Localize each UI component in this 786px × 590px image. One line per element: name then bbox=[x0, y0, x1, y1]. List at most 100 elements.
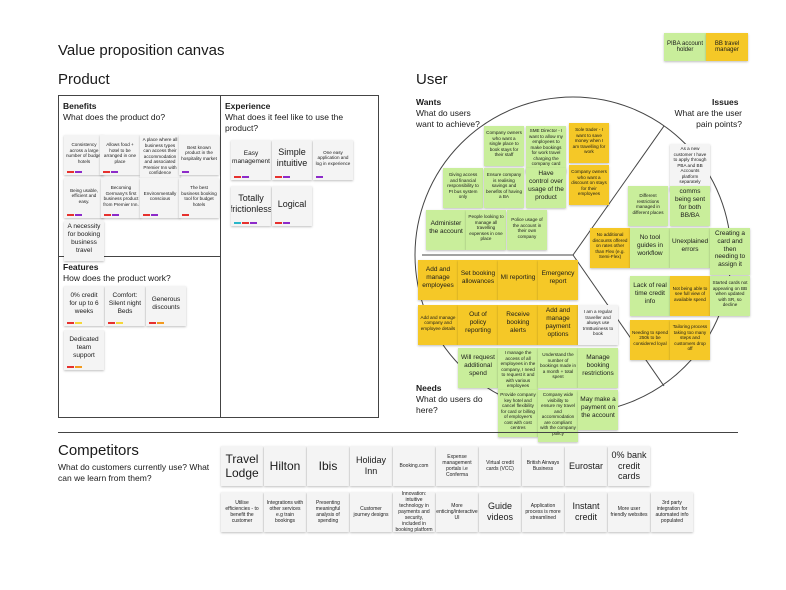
competitor-note: Guide videos bbox=[479, 492, 521, 532]
sticky-note: Easy management bbox=[231, 140, 271, 180]
competitor-note: 3rd party integration for automated info… bbox=[651, 492, 693, 532]
competitor-note: Utilise efficiencies - to benefit the cu… bbox=[221, 492, 263, 532]
sticky-note: Tailoring process taking too many steps … bbox=[670, 320, 710, 360]
competitor-note: Holiday Inn bbox=[350, 446, 392, 486]
sticky-note: Unexplained errors bbox=[670, 228, 710, 268]
sticky-note: Needing to spend 250k to be considered l… bbox=[630, 320, 670, 360]
features-question: How does the product work? bbox=[63, 273, 171, 283]
user-heading: User bbox=[416, 71, 448, 88]
sticky-note: Add and manage company and employee deta… bbox=[418, 305, 458, 345]
sticky-note: Not being able to see full view of avail… bbox=[670, 276, 710, 316]
competitor-note: British Airways Business bbox=[522, 446, 564, 486]
sticky-note: Emergency report bbox=[538, 260, 578, 300]
benefits-title: Benefits bbox=[63, 101, 97, 111]
benefits-question: What does the product do? bbox=[63, 112, 166, 122]
sticky-note: comms being sent for both BB/BA bbox=[670, 186, 710, 226]
competitors-heading: Competitors bbox=[58, 442, 139, 459]
sticky-note: Started cards not appearing on BB when u… bbox=[710, 276, 750, 316]
sticky-note: Will request additional spend bbox=[458, 348, 498, 388]
sticky-note: Provide company key hotel and cancel fle… bbox=[498, 390, 538, 437]
needs-title: Needs bbox=[416, 383, 442, 393]
issues-title: Issues bbox=[712, 97, 739, 107]
competitors-divider bbox=[58, 432, 738, 433]
legend-bb: BB travel manager bbox=[706, 33, 748, 61]
sticky-note: The best business booking tool for budge… bbox=[179, 178, 219, 218]
sticky-note: One easy application and log in experien… bbox=[313, 140, 353, 180]
legend-piba: PIBA account holder bbox=[664, 33, 706, 61]
sticky-note: I manage the access of all employees in … bbox=[498, 348, 538, 395]
sticky-note: Company owners who want a single place t… bbox=[484, 126, 524, 166]
sticky-note: SME Director - I want to allow my employ… bbox=[526, 126, 566, 173]
sticky-note: Generous discounts bbox=[146, 286, 186, 326]
competitor-note: Travel Lodge bbox=[221, 446, 263, 486]
sticky-note: As a new customer I have to apply throug… bbox=[670, 144, 710, 191]
sticky-note: Lack of real time credit info bbox=[630, 276, 670, 316]
wants-title: Wants bbox=[416, 97, 442, 107]
sticky-note: Comfort: Silent night Beds bbox=[105, 286, 145, 326]
competitor-note: Eurostar bbox=[565, 446, 607, 486]
competitor-note: More enticing/interactive UI bbox=[436, 492, 478, 532]
sticky-note: Understand the number of bookings made i… bbox=[538, 348, 578, 388]
competitor-note: Customer journey designs bbox=[350, 492, 392, 532]
sticky-note: Company owners who want a discount on st… bbox=[569, 165, 609, 205]
sticky-note: Police usage of the account in their own… bbox=[507, 210, 547, 250]
competitors-question: What do customers currently use? What ca… bbox=[58, 462, 210, 483]
sticky-note: Have control over usage of the product bbox=[526, 168, 566, 208]
sticky-note: Becoming Germany's first business produc… bbox=[101, 178, 141, 218]
product-divider-h bbox=[58, 256, 221, 257]
sticky-note: People looking to manage all travelling … bbox=[466, 210, 506, 250]
sticky-note: Manage booking restrictions bbox=[578, 348, 618, 388]
competitor-note: Hilton bbox=[264, 446, 306, 486]
competitor-note: Expense management portals i.e Conferma bbox=[436, 446, 478, 486]
product-heading: Product bbox=[58, 71, 110, 88]
sticky-note: May make a payment on the account bbox=[578, 390, 618, 430]
sticky-note: Dedicated team support bbox=[64, 330, 104, 370]
sticky-note: Best known product in the hospitality ma… bbox=[179, 135, 219, 175]
sticky-note: Out of policy reporting bbox=[458, 305, 498, 345]
competitor-note: Booking.com bbox=[393, 446, 435, 486]
sticky-note: Being usable, efficient and easy. bbox=[64, 178, 104, 218]
wants-question: What do users want to achieve? bbox=[416, 108, 480, 129]
competitor-note: Presenting meaningful analysis of spendi… bbox=[307, 492, 349, 532]
sticky-note: A necessity for booking business travel bbox=[64, 221, 104, 261]
sticky-note: Different restrictions managed in differ… bbox=[628, 186, 668, 226]
sticky-note: I am a regular traveller and always use … bbox=[578, 305, 618, 345]
competitor-note: Application process is more streamlined bbox=[522, 492, 564, 532]
competitor-note: 0% bank credit cards bbox=[608, 446, 650, 486]
features-title: Features bbox=[63, 262, 99, 272]
competitor-note: More user friendly websites bbox=[608, 492, 650, 532]
competitor-note: Ibis bbox=[307, 446, 349, 486]
sticky-note: Giving access and financial responsibili… bbox=[443, 168, 483, 208]
sticky-note: No tool guides in workflow bbox=[630, 228, 670, 268]
competitor-note: Virtual credit cards (VCC) bbox=[479, 446, 521, 486]
competitor-note: Innovation: intuitive technology in paym… bbox=[393, 491, 435, 533]
sticky-note: Administer the account bbox=[426, 210, 466, 250]
sticky-note: Set booking allowances bbox=[458, 260, 498, 300]
sticky-note: Allows food + hotel to be arranged in on… bbox=[100, 135, 140, 175]
sticky-note: Totally frictionless bbox=[231, 186, 271, 226]
sticky-note: Sole trader - I want to save money when … bbox=[569, 123, 609, 163]
competitor-note: Integrations with other services e.g tra… bbox=[264, 492, 306, 532]
legend-label: PIBA account holder bbox=[666, 41, 704, 53]
experience-question: What does it feel like to use the produc… bbox=[225, 112, 344, 133]
sticky-note: Add and manage employees bbox=[418, 260, 458, 300]
sticky-note: Add and manage payment options bbox=[538, 305, 578, 345]
experience-title: Experience bbox=[225, 101, 271, 111]
sticky-note: Logical bbox=[272, 186, 312, 226]
sticky-note: Environmentally conscious bbox=[140, 178, 180, 218]
sticky-note: 0% credit for up to 6 weeks bbox=[64, 286, 104, 326]
sticky-note: No additional discounts offered on rates… bbox=[590, 228, 630, 268]
needs-question: What do users do here? bbox=[416, 394, 483, 415]
sticky-note: Ensure company is realising savings and … bbox=[484, 168, 524, 208]
sticky-note: A place where all business types can acc… bbox=[140, 135, 180, 182]
sticky-note: MI reporting bbox=[498, 260, 538, 300]
canvas-title: Value proposition canvas bbox=[58, 42, 225, 59]
legend-label: BB travel manager bbox=[714, 41, 740, 53]
sticky-note: Consistency across a large number of bud… bbox=[64, 135, 104, 175]
competitor-note: Instant credit bbox=[565, 492, 607, 532]
sticky-note: Creating a card and then needing to assi… bbox=[710, 228, 750, 275]
sticky-note: Simple intuitive bbox=[272, 140, 312, 180]
issues-question: What are the user pain points? bbox=[674, 108, 742, 129]
sticky-note: Receive booking alerts bbox=[498, 305, 538, 345]
sticky-note: Company wide visibility to ensure my tra… bbox=[538, 390, 578, 442]
